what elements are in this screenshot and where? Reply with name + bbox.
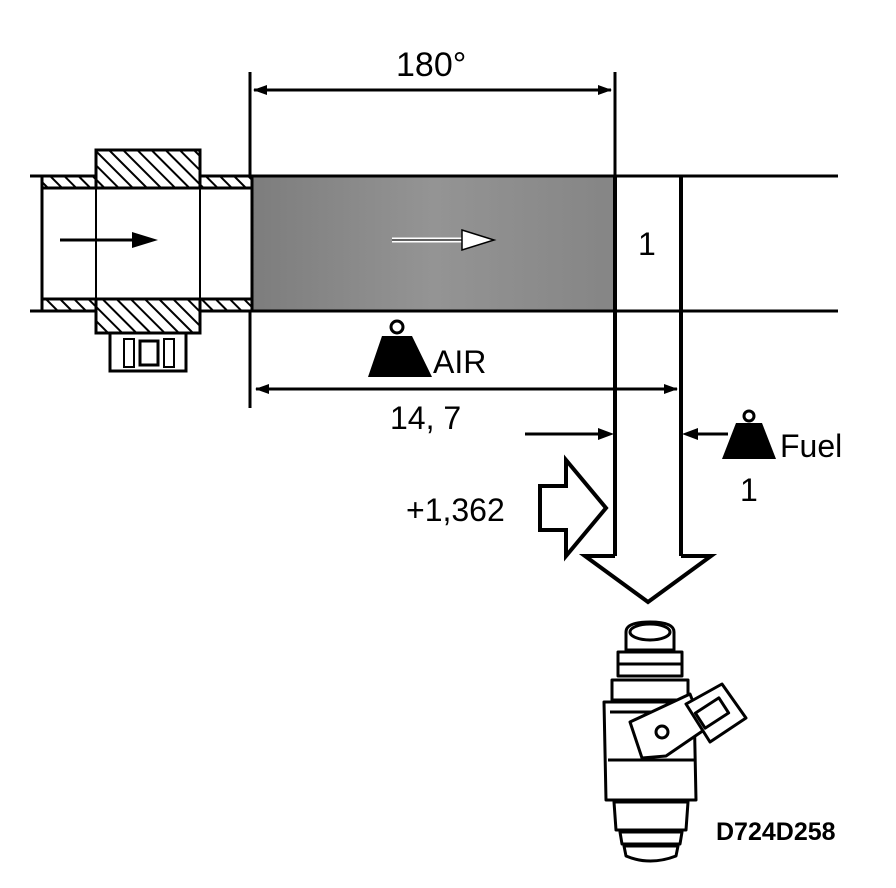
zone-number-label: 1 bbox=[638, 226, 656, 262]
angle-dimension bbox=[248, 72, 617, 408]
mixture-down-arrow bbox=[578, 554, 718, 605]
air-mass-block bbox=[250, 174, 617, 313]
fuel-column bbox=[613, 176, 683, 556]
weight-air-icon bbox=[368, 319, 432, 377]
fuel-injector-icon bbox=[602, 620, 748, 863]
air-mass-arrow bbox=[392, 228, 497, 252]
air-mass-sensor-icon bbox=[40, 148, 254, 373]
air-label: AIR bbox=[433, 344, 487, 380]
air-flow-arrow bbox=[60, 232, 158, 248]
air-ratio-label: 14, 7 bbox=[390, 400, 462, 436]
weight-fuel-icon bbox=[722, 409, 776, 459]
correction-arrow bbox=[538, 454, 609, 562]
angle-label: 180° bbox=[396, 46, 467, 84]
figure-code: D724D258 bbox=[716, 818, 836, 846]
fuel-label: Fuel bbox=[780, 428, 843, 464]
fuel-ratio-label: 1 bbox=[740, 472, 758, 508]
fuel-width-pointers bbox=[525, 428, 728, 440]
correction-label: +1,362 bbox=[406, 492, 505, 528]
